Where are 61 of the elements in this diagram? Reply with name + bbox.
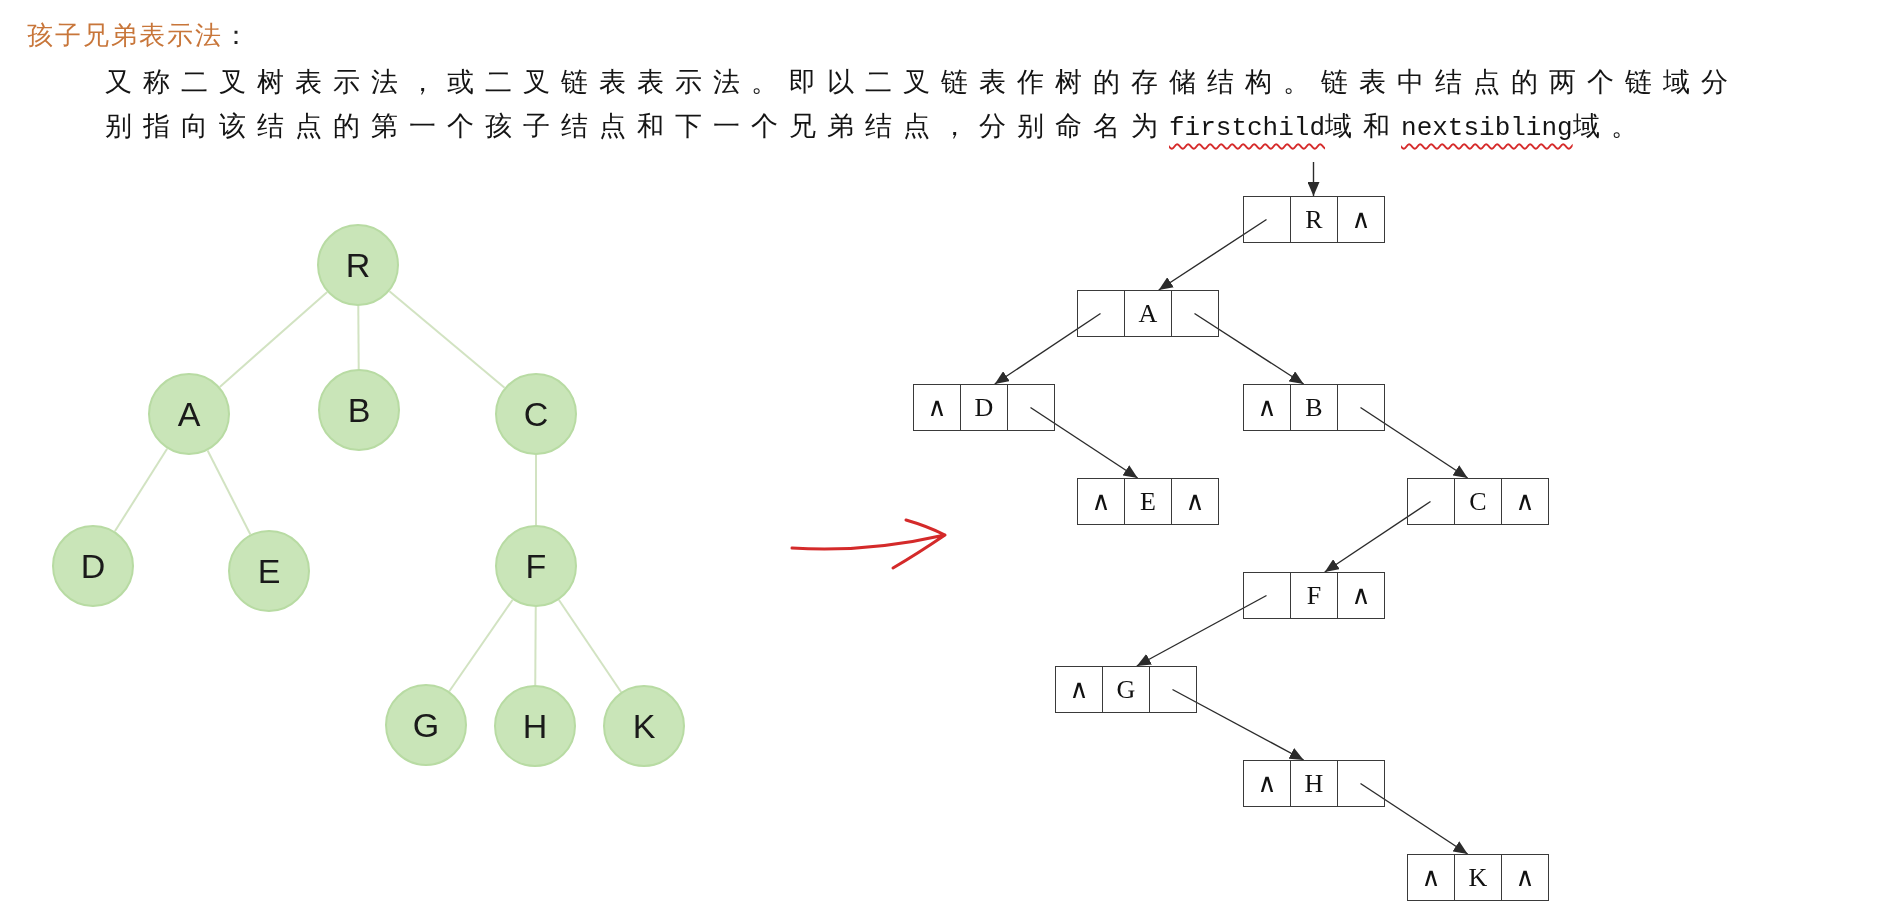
tree-node: D — [52, 525, 134, 607]
tree-node: G — [385, 684, 467, 766]
pointer-field: ∧ — [1337, 573, 1384, 618]
pointer-arrow — [1193, 312, 1305, 385]
pointer-arrow — [994, 312, 1102, 385]
linked-list-node — [1243, 384, 1385, 431]
pointer-field: ∧ — [913, 385, 960, 430]
data-field: G — [1102, 667, 1149, 712]
data-field: A — [1124, 291, 1171, 336]
pointer-arrow — [1359, 782, 1469, 855]
pointer-field: ∧ — [1501, 479, 1548, 524]
tree-branch-line — [113, 447, 169, 533]
pointer-field: ∧ — [1243, 385, 1290, 430]
pointer-arrow — [1171, 688, 1305, 761]
tree-node: K — [603, 685, 685, 767]
tree-node: F — [495, 525, 577, 607]
linked-list-node — [1077, 290, 1219, 337]
linked-list-node — [1077, 478, 1219, 525]
tree-branch-line — [218, 291, 329, 388]
linked-list-node — [1055, 666, 1197, 713]
pointer-arrow — [1136, 594, 1268, 667]
tree-branch-line — [206, 449, 252, 536]
pointer-arrow — [1359, 406, 1469, 479]
data-field: D — [960, 385, 1007, 430]
pointer-field: ∧ — [1055, 667, 1102, 712]
pointer-field: ∧ — [1501, 855, 1548, 900]
tree-branch-line — [388, 290, 506, 389]
tree-branch-line — [448, 598, 514, 693]
linked-list-node — [1407, 854, 1549, 901]
data-field: C — [1454, 479, 1501, 524]
pointer-field: ∧ — [1243, 761, 1290, 806]
data-field: E — [1124, 479, 1171, 524]
pointer-arrow — [1307, 161, 1320, 197]
tree-branch-line — [557, 599, 623, 693]
data-field: H — [1290, 761, 1337, 806]
data-field: R — [1290, 197, 1337, 242]
data-field: K — [1454, 855, 1501, 900]
tree-node: R — [317, 224, 399, 306]
pointer-field: ∧ — [1077, 479, 1124, 524]
linked-list-node — [913, 384, 1055, 431]
linked-list-node — [1243, 196, 1385, 243]
pointer-field: ∧ — [1337, 197, 1384, 242]
pointer-field: ∧ — [1407, 855, 1454, 900]
linked-list-node — [1407, 478, 1549, 525]
tree-branch-line — [357, 305, 360, 370]
data-field: B — [1290, 385, 1337, 430]
pointer-arrow — [1029, 406, 1139, 479]
tree-branch-line — [535, 454, 537, 526]
pointer-arrow — [1324, 500, 1432, 573]
tree-node: C — [495, 373, 577, 455]
data-field: F — [1290, 573, 1337, 618]
pointer-arrow — [1158, 218, 1268, 291]
linked-list-node — [1243, 572, 1385, 619]
tree-node: E — [228, 530, 310, 612]
tree-node: B — [318, 369, 400, 451]
tree-branch-line — [534, 606, 537, 686]
section-heading: 孩子兄弟表示法： — [27, 19, 251, 52]
tree-node: H — [494, 685, 576, 767]
pointer-field: ∧ — [1171, 479, 1218, 524]
tree-node: A — [148, 373, 230, 455]
linked-list-node — [1243, 760, 1385, 807]
